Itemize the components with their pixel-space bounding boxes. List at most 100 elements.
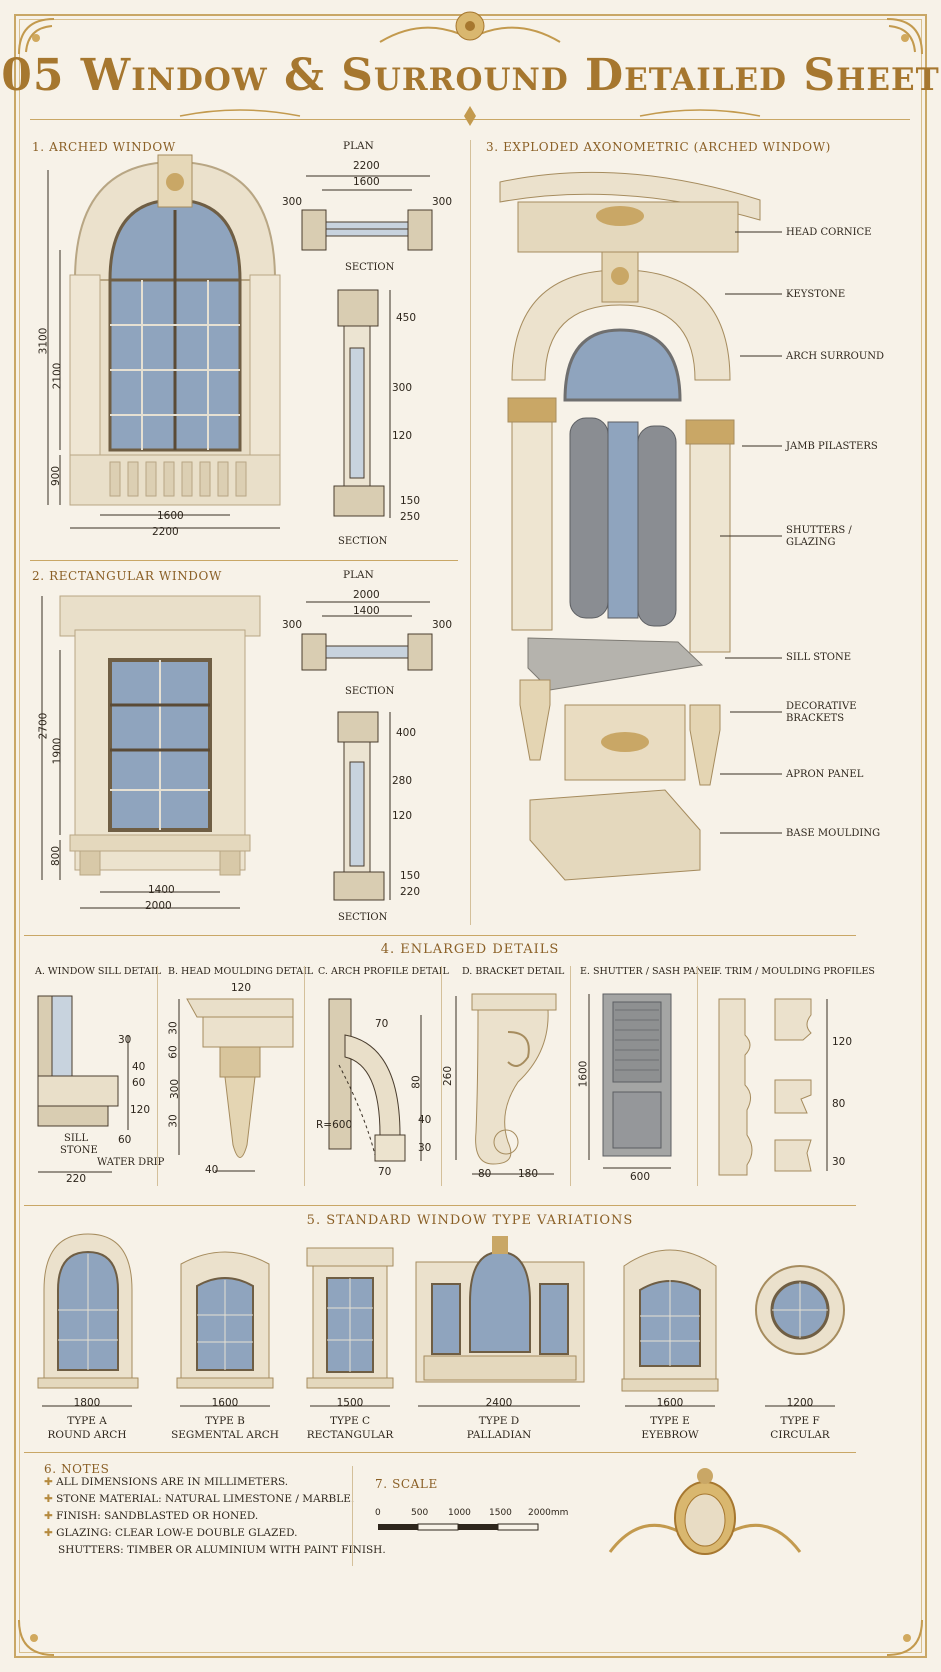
- detail-b-dim-40: 40: [205, 1164, 219, 1176]
- rect-window-height: 1900: [51, 737, 64, 765]
- section-1-heading: 1. Arched Window: [32, 140, 176, 154]
- section-3-heading: 3. Exploded Axonometric (Arched Window): [486, 140, 831, 154]
- scale-tick-1000: 1000: [448, 1508, 471, 1518]
- arched-opening-width: 1600: [157, 510, 184, 522]
- detail-d-dim-80: 80: [478, 1168, 492, 1180]
- arched-total-height: 3100: [37, 327, 50, 355]
- section-7-heading: 7. Scale: [375, 1477, 438, 1491]
- type-a-window: [37, 1233, 139, 1389]
- detail-a-sill-label: Sill: [64, 1133, 89, 1144]
- section-1-dim-300: 300: [392, 382, 413, 394]
- section-2-heading: 2. Rectangular Window: [32, 569, 222, 583]
- note-bullet-icon: ✚: [44, 1476, 57, 1488]
- section-1-caption: Section: [338, 536, 388, 547]
- rect-opening-width: 1400: [148, 884, 175, 896]
- type-f-dim: 1200: [786, 1397, 814, 1409]
- type-b-desc: Segmental Arch: [171, 1429, 279, 1441]
- section-1-dim-120: 120: [392, 430, 413, 442]
- detail-e-dim-600: 600: [630, 1171, 651, 1183]
- detail-a-dim-40: 40: [132, 1061, 146, 1073]
- detail-b-dim-30a: 30: [167, 1021, 180, 1035]
- detail-b-drawing: [178, 998, 294, 1172]
- detail-b-title: B. Head Moulding Detail: [168, 966, 314, 977]
- corner-ornament-bottom-left: [18, 1619, 55, 1656]
- note-5-text: Shutters: timber or aluminium with paint…: [58, 1544, 386, 1556]
- arched-overall-width: 2200: [152, 526, 179, 538]
- note-3-text: Finish: sandblasted or honed.: [56, 1510, 259, 1522]
- detail-c-dim-70b: 70: [378, 1166, 392, 1178]
- plan-1-drawing: [301, 175, 433, 251]
- detail-f-title: F. Trim / Moulding Profiles: [714, 966, 875, 977]
- callout-leaders: [720, 231, 782, 834]
- plan-2-inner-dim: 1400: [353, 605, 380, 617]
- type-d-window: [415, 1236, 585, 1383]
- plan-1-top-dim: 2200: [353, 160, 380, 172]
- note-3: ✚ Finish: sandblasted or honed.: [44, 1510, 258, 1522]
- detail-a-stone-label: Stone: [60, 1145, 98, 1156]
- detail-b-dim-120: 120: [231, 982, 252, 994]
- plan-2-title: Plan: [343, 569, 374, 581]
- detail-divider-de: [570, 966, 571, 1186]
- notes-scale-divider: [352, 1466, 353, 1566]
- detail-c-dim-70: 70: [375, 1018, 389, 1030]
- type-c-window: [306, 1247, 394, 1389]
- sheet-title: 05 Window & Surround Detailed Sheet: [1, 50, 940, 101]
- column-divider: [470, 140, 471, 925]
- section-4-heading: 4. Enlarged Details: [380, 942, 560, 957]
- section-2-dim-400: 400: [396, 727, 417, 739]
- detail-e-dim-1600: 1600: [577, 1060, 590, 1088]
- exploded-axonometric-drawing: [499, 171, 761, 881]
- plan-1-left-dim: 300: [282, 196, 303, 208]
- detail-divider-cd: [441, 966, 442, 1186]
- type-e-window: [621, 1249, 719, 1392]
- label-head-cornice: Head Cornice: [786, 227, 872, 238]
- section-2-dim-280: 280: [392, 775, 413, 787]
- detail-a-dim-30: 30: [118, 1034, 132, 1046]
- detail-c-dim-40: 40: [418, 1114, 432, 1126]
- detail-e-drawing: [588, 993, 672, 1169]
- section-2-dim-220: 220: [400, 886, 421, 898]
- detail-a-drawing: [37, 995, 129, 1173]
- label-brackets: Brackets: [786, 713, 845, 724]
- detail-d-drawing: [455, 993, 557, 1175]
- label-arch-surround: Arch Surround: [786, 351, 885, 362]
- detail-f-dim-120: 120: [832, 1036, 853, 1048]
- type-f-name: Type F: [780, 1415, 820, 1427]
- detail-e-title: E. Shutter / Sash Panel: [580, 966, 718, 977]
- detail-c-dim-30: 30: [418, 1142, 432, 1154]
- detail-f-dim-30: 30: [832, 1156, 846, 1168]
- label-apron-panel: Apron Panel: [786, 769, 864, 780]
- detail-c-title: C. Arch Profile Detail: [318, 966, 449, 977]
- plan-1-right-dim: 300: [432, 196, 453, 208]
- section-2-caption: Section: [338, 912, 388, 923]
- divider-1-2: [30, 560, 458, 561]
- type-a-desc: Round Arch: [47, 1429, 127, 1441]
- section-1-dim-250: 250: [400, 511, 421, 523]
- section-6-heading: 6. Notes: [44, 1462, 110, 1476]
- detail-c-radius: R=600: [316, 1119, 353, 1131]
- label-decorative: Decorative: [786, 701, 857, 712]
- section-2-dim-120: 120: [392, 810, 413, 822]
- note-2: ✚ Stone material: natural limestone / ma…: [44, 1493, 354, 1505]
- detail-c-dim-80: 80: [410, 1075, 423, 1089]
- label-sill-stone: Sill Stone: [786, 652, 852, 663]
- arched-base-height: 900: [50, 465, 63, 487]
- detail-a-title: A. Window Sill Detail: [35, 966, 162, 977]
- crest-ornament-top: [379, 11, 561, 43]
- rect-total-height: 2700: [37, 712, 50, 740]
- rectangular-window-elevation: [41, 595, 261, 909]
- divider-section-6: [24, 1452, 856, 1453]
- note-5: Shutters: timber or aluminium with paint…: [58, 1544, 386, 1556]
- section-1-dim-150: 150: [400, 495, 421, 507]
- type-c-name: Type C: [329, 1415, 371, 1427]
- label-jamb-pilasters: Jamb Pilasters: [786, 441, 878, 452]
- type-c-dim: 1500: [336, 1397, 364, 1409]
- type-b-window: [176, 1251, 274, 1389]
- rect-base-height: 800: [50, 845, 63, 867]
- type-dim-lines: [42, 1405, 835, 1407]
- medallion-ornament: [608, 1468, 802, 1555]
- scale-bar: [378, 1523, 539, 1531]
- section-1-drawing: [333, 289, 391, 518]
- detail-d-dim-260: 260: [442, 1065, 455, 1087]
- type-a-dim: 1800: [73, 1397, 101, 1409]
